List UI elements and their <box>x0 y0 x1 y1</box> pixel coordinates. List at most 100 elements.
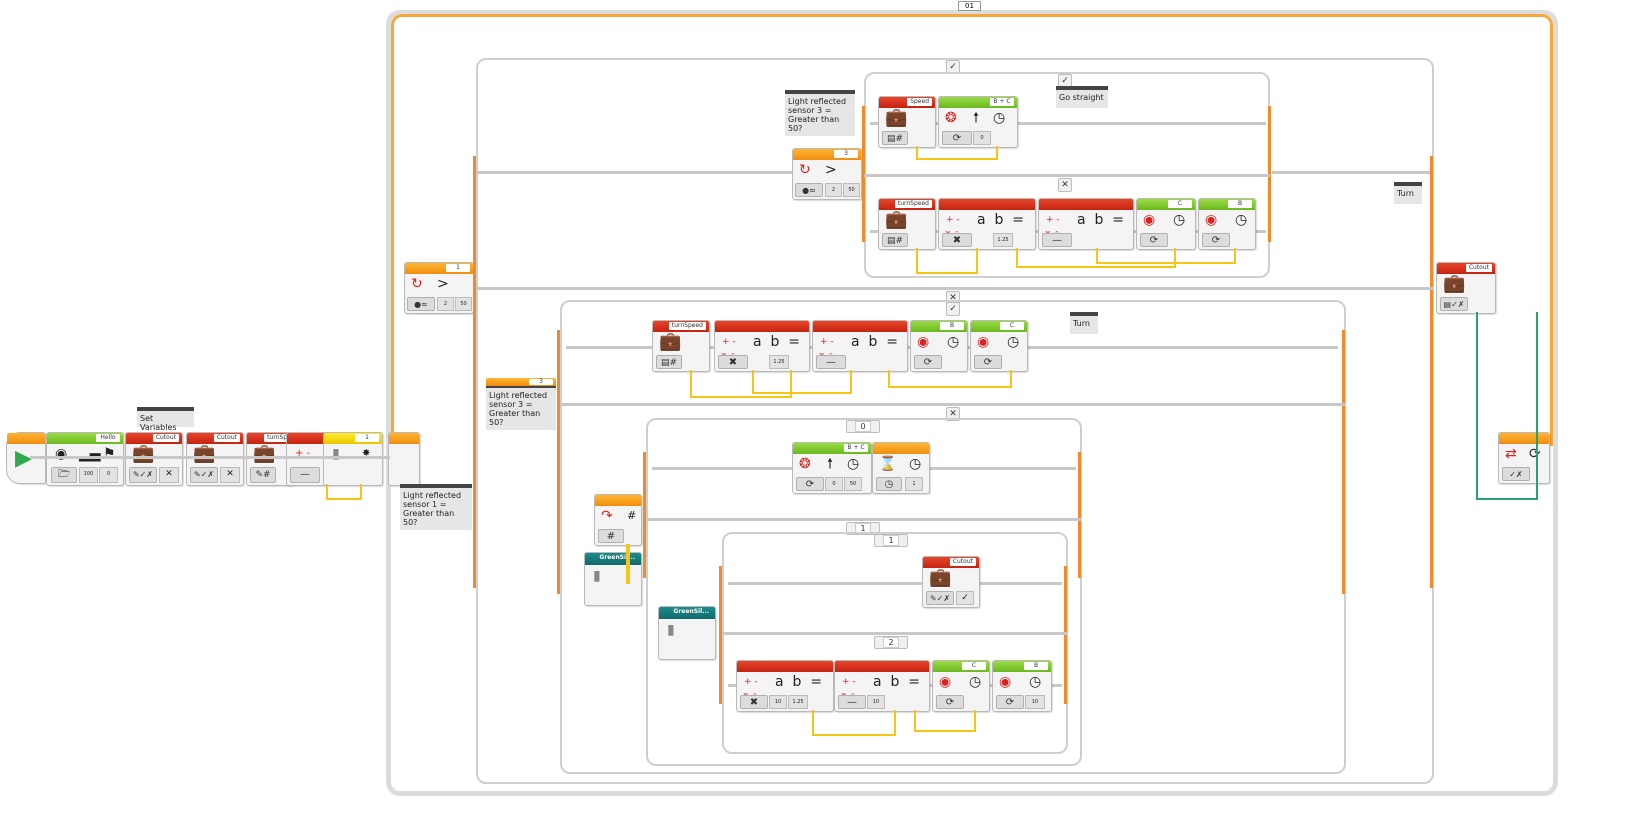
refresh-icon: ⟳ <box>1529 446 1541 462</box>
numeric-mode[interactable]: # <box>598 529 624 543</box>
variable-block-speed[interactable]: Speed 💼 ▤# <box>878 96 936 148</box>
math-subtract-block-top[interactable]: + -x ÷ a b = — <box>1038 198 1134 250</box>
greater-than-icon: > <box>825 162 837 178</box>
timer-icon: ◷ <box>909 456 922 472</box>
comment-go-straight[interactable]: Go straight <box>1056 86 1108 108</box>
switch-sensor3-mid-frame <box>560 300 1346 774</box>
motor-icon: ◉ <box>939 674 952 690</box>
speedometer-icon: ◷ <box>1235 212 1248 228</box>
reflected-mode[interactable]: ●≈ <box>407 297 435 311</box>
variable-block-cutout-1[interactable]: Cutout 💼 ✎✓✗ ✕ <box>125 432 183 486</box>
comment-turn-top[interactable]: Turn <box>1394 182 1422 204</box>
speedometer-icon: ◷ <box>947 334 960 350</box>
large-motor-b-mid[interactable]: B ◉ ◷ ⟳ <box>910 320 968 372</box>
loop-interrupt-block[interactable]: ⇄ ⟳ ✓✗ <box>1498 432 1550 484</box>
math-icon: + - <box>295 448 311 459</box>
variable-block-turnspeed-top[interactable]: turnSpeed 💼 ▤# <box>878 198 936 250</box>
comment-sensor3-top[interactable]: Light reflected sensor 3 = Greater than … <box>785 90 855 136</box>
briefcase-icon: 💼 <box>659 331 682 352</box>
briefcase-icon: 💼 <box>885 209 908 230</box>
motor-icon: ◉ <box>1143 212 1156 228</box>
nested-numeric-switch-frame <box>722 532 1068 754</box>
large-motor-c-case2[interactable]: C ◉ ◷ ⟳ <box>932 660 990 712</box>
color-sensor-block-2[interactable]: GreenSil... ▮ <box>658 606 716 660</box>
comment-sensor3-mid[interactable]: Light reflected sensor 3 = Greater than … <box>486 384 556 430</box>
comment-sensor1[interactable]: Light reflected sensor 1 = Greater than … <box>400 484 472 530</box>
math-subtract-block-mid[interactable]: + -x ÷ a b = — <box>812 320 908 372</box>
subtract-mode[interactable]: — <box>290 467 320 483</box>
arrow-up-icon: 🠕 <box>827 456 834 472</box>
steering-icon: ❂ <box>945 110 957 126</box>
speedometer-icon: ◷ <box>993 110 1006 126</box>
write-numeric-mode[interactable]: ✎# <box>250 467 276 483</box>
loop-start-block[interactable] <box>388 432 420 486</box>
write-logic-mode[interactable]: ✎✓✗ <box>129 467 157 483</box>
write-logic-mode[interactable]: ✎✓✗ <box>190 467 218 483</box>
motor-icon: ◉ <box>1205 212 1218 228</box>
move-steering-block[interactable]: B + C ❂ 🠕 ◷ ⟳ 0 <box>938 96 1018 148</box>
steering-icon: ❂ <box>799 456 811 472</box>
variable-block-cutout-2[interactable]: Cutout 💼 ✎✓✗ ✕ <box>186 432 244 486</box>
main-loop-frame[interactable] <box>386 10 1558 796</box>
sun-icon: ✸ <box>362 448 371 459</box>
variable-block-turnspeed[interactable]: turnSp 💼 ✎# <box>246 432 294 486</box>
light-sensor-icon: ↻ <box>799 162 811 178</box>
large-motor-c-top[interactable]: C ◉ ◷ ⟳ <box>1136 198 1196 250</box>
sensor-icon: ▮ <box>667 622 675 638</box>
speedometer-icon: ◷ <box>847 456 860 472</box>
numeric-switch-block[interactable]: ↷ # # <box>594 494 642 546</box>
folder-mode-button[interactable]: 🗁 <box>51 467 77 483</box>
play-icon: ▶ <box>15 446 32 471</box>
multiply-mode[interactable]: ✖ <box>942 233 972 247</box>
reflected-mode[interactable]: ●≈ <box>795 183 823 197</box>
data-wire <box>326 484 362 500</box>
switch-light-sensor-3-mid: 3 <box>486 378 556 386</box>
motor-icon: ◉ <box>999 674 1012 690</box>
color-sensor-block-1[interactable]: GreenSil... ▮ <box>584 552 642 606</box>
start-block[interactable]: ▶ <box>6 432 46 484</box>
variable-block-cutout-end[interactable]: Cutout 💼 ▤✓✗ <box>1436 262 1496 314</box>
loop-name-label[interactable]: 01 <box>958 1 981 11</box>
hourglass-icon: ⌛ <box>879 456 897 472</box>
wait-timer-block[interactable]: ⌛ ◷ ◷ 1 <box>872 442 930 494</box>
case-2-tab[interactable]: 2 <box>874 636 908 649</box>
speedometer-icon: ◷ <box>1029 674 1042 690</box>
on-mode[interactable]: ⟳ <box>942 131 972 145</box>
comment-turn-mid[interactable]: Turn <box>1070 312 1098 334</box>
speedometer-icon: ◷ <box>969 674 982 690</box>
light-sensor-icon: ↻ <box>411 276 423 292</box>
numeric-switch-frame <box>646 418 1082 766</box>
math-subtract-block-case2[interactable]: + -x ÷ a b = — 10 <box>834 660 930 712</box>
switch-light-sensor-1[interactable]: 1 ↻ > ●≈ 2 50 <box>404 262 474 314</box>
motor-icon: ◉ <box>977 334 990 350</box>
move-steering-block-case0[interactable]: B + C ❂ 🠕 ◷ ⟳ 0 50 <box>792 442 872 494</box>
briefcase-icon: 💼 <box>1443 273 1466 294</box>
math-multiply-block-mid[interactable]: + -x ÷ a b = ✖ 1.25 <box>714 320 810 372</box>
math-block-start[interactable]: + - — <box>286 432 328 486</box>
large-motor-b-top[interactable]: B ◉ ◷ ⟳ <box>1198 198 1256 250</box>
read-numeric-mode[interactable]: ▤# <box>882 131 908 145</box>
switch-light-sensor-3-top[interactable]: 3 ↻ > ●≈ 2 50 <box>792 148 862 200</box>
loop-interrupt-icon: ⇄ <box>1505 446 1517 462</box>
light-block[interactable]: 1 ▮ ✸ <box>323 432 383 486</box>
sensor-icon: ▮ <box>593 568 601 584</box>
subtract-mode[interactable]: — <box>1042 233 1072 247</box>
math-multiply-block-top[interactable]: + -x ÷ a b = ✖ 1.25 <box>938 198 1036 250</box>
speedometer-icon: ◷ <box>1173 212 1186 228</box>
arrow-up-icon: 🠕 <box>973 110 980 126</box>
motor-icon: ◉ <box>917 334 930 350</box>
variable-block-cutout-case1[interactable]: Cutout 💼 ✎✓✗ ✓ <box>922 556 980 608</box>
greater-than-icon: > <box>437 276 449 292</box>
sound-block[interactable]: Hello ◉ ▂▄ ⚑ 🗁 100 0 <box>46 432 124 486</box>
logic-wire <box>1476 312 1538 500</box>
math-multiply-block-case2[interactable]: + -x ÷ a b = ✖ 10 1.25 <box>736 660 834 712</box>
large-motor-b-case2[interactable]: B ◉ ◷ ⟳ 10 <box>992 660 1052 712</box>
variable-block-turnspeed-mid[interactable]: turnSpeed 💼 ▤# <box>652 320 710 372</box>
briefcase-icon: 💼 <box>885 107 908 128</box>
switch-icon: ↷ <box>601 508 613 524</box>
case-0-tab[interactable]: 0 <box>846 420 880 433</box>
comment-set-variables[interactable]: Set Variables <box>137 407 194 432</box>
large-motor-c-mid[interactable]: C ◉ ◷ ⟳ <box>970 320 1028 372</box>
switch-sensor1-frame <box>476 58 1434 784</box>
sequence-beam <box>30 456 390 459</box>
